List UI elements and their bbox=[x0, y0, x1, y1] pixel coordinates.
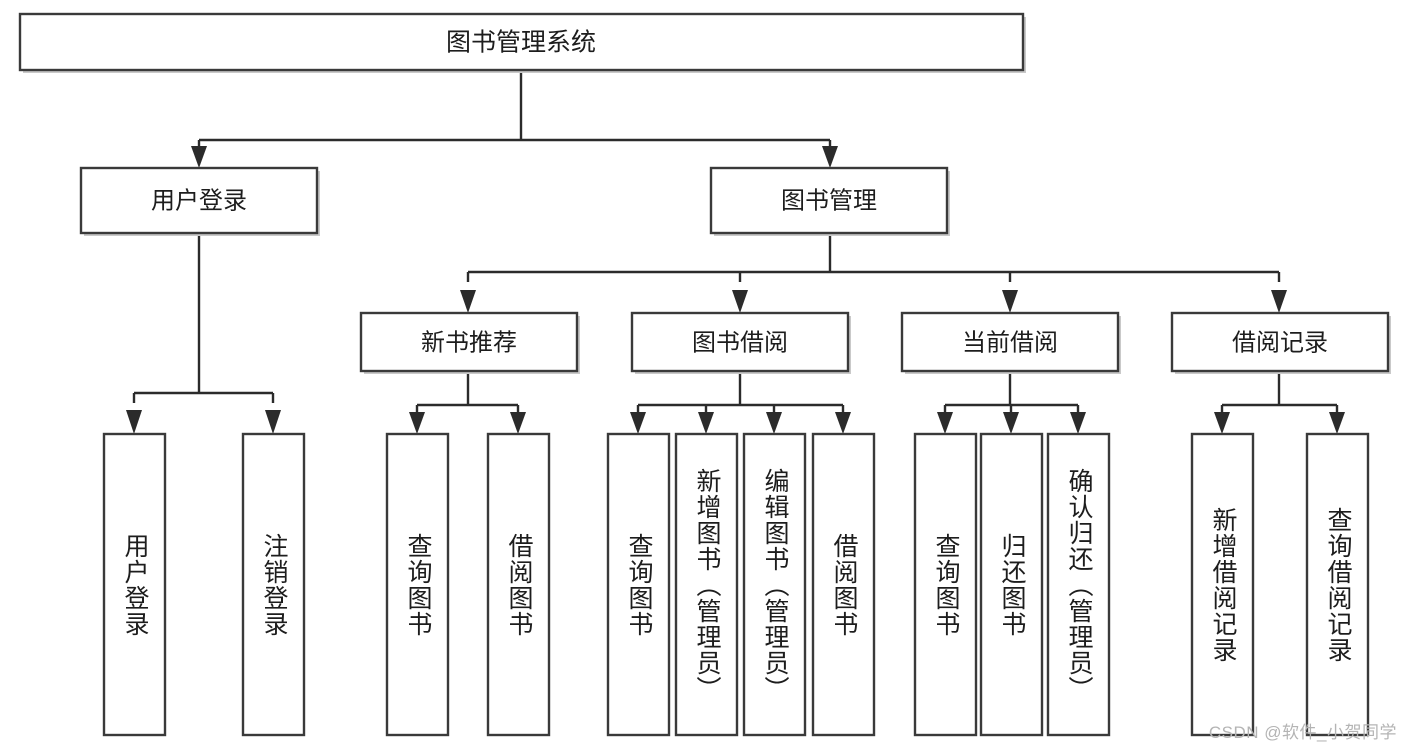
node-leaf-cb-return-box[interactable] bbox=[979, 432, 1044, 737]
node-leaf-bb-borrow-box[interactable] bbox=[811, 432, 876, 737]
node-leaf-newbook-query-box[interactable] bbox=[385, 432, 450, 737]
node-book-manage-box[interactable] bbox=[709, 166, 949, 235]
arrow-head-currentborrow-leaf-1 bbox=[937, 412, 953, 434]
node-current-borrow-box[interactable] bbox=[900, 311, 1120, 373]
arrow-head-newbook-leaf-2 bbox=[510, 412, 526, 434]
node-book-borrow-label: 图书借阅 bbox=[692, 329, 788, 356]
node-book-borrow-box[interactable] bbox=[630, 311, 850, 373]
node-leaf-newbook-borrow-box[interactable] bbox=[486, 432, 551, 737]
node-leaf-bb-edit-box[interactable] bbox=[742, 432, 807, 737]
csdn-watermark: CSDN @软件_小贺同学 bbox=[1208, 723, 1397, 742]
node-user-login-box[interactable] bbox=[79, 166, 319, 235]
arrow-head-current-borrow bbox=[1002, 290, 1018, 313]
arrow-head-leaf-user-login bbox=[126, 410, 142, 434]
arrow-head-user-login bbox=[191, 146, 207, 168]
arrow-head-bookborrow-leaf-1 bbox=[630, 412, 646, 434]
arrow-head-newbook-leaf-1 bbox=[409, 412, 425, 434]
node-leaf-br-add-box[interactable] bbox=[1190, 432, 1255, 737]
node-borrow-record-box[interactable] bbox=[1170, 311, 1390, 373]
arrow-head-bookborrow-leaf-4 bbox=[835, 412, 851, 434]
node-leaf-cb-confirm-box[interactable] bbox=[1046, 432, 1111, 737]
node-borrow-record-label: 借阅记录 bbox=[1232, 329, 1328, 356]
node-book-manage-label: 图书管理 bbox=[781, 187, 877, 214]
node-current-borrow-label: 当前借阅 bbox=[962, 329, 1058, 356]
node-leaf-user-login-box[interactable] bbox=[102, 432, 167, 737]
arrow-head-currentborrow-leaf-3 bbox=[1070, 412, 1086, 434]
node-leaf-bb-add-box[interactable] bbox=[674, 432, 739, 737]
node-layer: 图书管理系统 用户登录 图书管理 新书推荐 图书借阅 当前借阅 借阅记录 bbox=[18, 12, 1391, 737]
node-root-box[interactable] bbox=[18, 12, 1025, 72]
node-leaf-br-query-box[interactable] bbox=[1305, 432, 1370, 737]
arrow-head-bookborrow-leaf-2 bbox=[698, 412, 714, 434]
arrow-head-borrowrecord-leaf-2 bbox=[1329, 412, 1345, 434]
node-new-book-recommend-box[interactable] bbox=[359, 311, 579, 373]
arrow-head-bookborrow-leaf-3 bbox=[766, 412, 782, 434]
arrow-head-book-borrow bbox=[732, 290, 748, 313]
arrow-head-new-book-recommend bbox=[460, 290, 476, 313]
arrow-head-book-manage bbox=[822, 146, 838, 168]
node-new-book-recommend-label: 新书推荐 bbox=[421, 329, 517, 356]
arrow-head-leaf-logout bbox=[265, 410, 281, 434]
arrow-head-currentborrow-leaf-2 bbox=[1003, 412, 1019, 434]
node-leaf-cb-query-box[interactable] bbox=[913, 432, 978, 737]
arrow-head-borrow-record bbox=[1271, 290, 1287, 313]
node-leaf-bb-query-box[interactable] bbox=[606, 432, 671, 737]
arrow-head-borrowrecord-leaf-1 bbox=[1214, 412, 1230, 434]
node-leaf-logout-box[interactable] bbox=[241, 432, 306, 737]
connector-layer bbox=[126, 70, 1345, 434]
node-root-label: 图书管理系统 bbox=[446, 29, 596, 57]
node-user-login-label: 用户登录 bbox=[151, 187, 247, 214]
